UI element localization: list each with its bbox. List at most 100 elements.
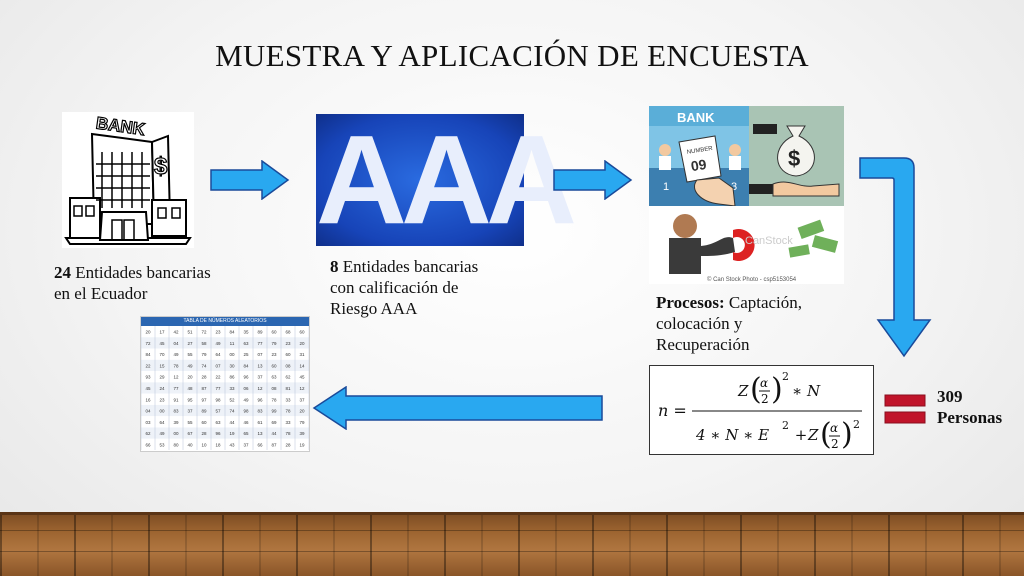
table-cell: 49 [243,397,249,402]
formula-num-times-n: ∗ N [792,382,821,400]
table-cell: 25 [243,352,249,357]
banking-process-collage: BANK 1 3 NUMBER 09 $ CanStock © Can Stoc… [649,106,844,284]
table-cell: 55 [187,420,193,425]
aaa-rating-text: AAA [316,109,577,250]
table-cell: 49 [159,431,165,436]
table-cell: 20 [299,409,305,414]
formula-num-z: Z [737,382,749,400]
table-cell: 55 [187,352,193,357]
table-cell: 87 [201,386,207,391]
table-cell: 84 [243,363,249,368]
table-cell: 67 [187,431,193,436]
step2-text-line2: con calificación de [330,278,459,297]
table-cell: 45 [159,341,165,346]
equals-icon [884,394,926,424]
bank-building-illustration: BANK $ [62,112,194,248]
svg-text:(: ( [750,372,762,407]
table-cell: 78 [285,409,291,414]
collage-bank-text: BANK [677,110,715,125]
ticket-number-label: NUMBER [687,146,714,156]
table-cell: 00 [229,352,235,357]
formula-lhs: n = [658,401,687,420]
step1-caption: 24 Entidades bancarias en el Ecuador [54,262,254,304]
table-cell: 33 [229,386,235,391]
step2-text-line1: Entidades bancarias [338,257,479,276]
table-cell: 78 [285,431,291,436]
table-cell: 78 [173,363,179,368]
table-cell: 10 [201,442,207,447]
counter-one-text: 1 [663,181,669,193]
table-cell: 97 [201,397,207,402]
table-cell: 46 [243,420,249,425]
table-cell: 93 [145,375,151,380]
table-cell: 37 [243,442,249,447]
formula-den-prefix: 4 ∗ N ∗ E [695,426,769,444]
table-cell: 14 [299,363,305,368]
table-cell: 23 [215,330,221,335]
table-cell: 45 [145,386,151,391]
right-arrow-icon [210,160,290,200]
table-cell: 63 [271,375,277,380]
watermark-text: © Can Stock Photo - csp5153054 [707,276,797,283]
table-cell: 28 [201,431,207,436]
table-cell: 23 [159,397,165,402]
result-label: 309 Personas [937,386,1002,428]
table-cell: 99 [271,409,277,414]
svg-text:): ) [771,372,783,407]
table-cell: 86 [229,375,235,380]
table-cell: 17 [159,330,165,335]
money-bag-dollar-icon: $ [788,146,800,171]
table-cell: 84 [145,352,151,357]
page-title: MUESTRA Y APLICACIÓN DE ENCUESTA [215,38,809,73]
table-cell: 77 [173,386,179,391]
table-cell: 23 [271,352,277,357]
step3-text-line3: Recuperación [656,335,750,354]
table-cell: 53 [159,442,165,447]
table-cell: 79 [299,420,305,425]
table-cell: 77 [215,386,221,391]
table-cell: 57 [215,409,221,414]
left-arrow-icon [312,386,603,430]
formula-den-two: 2 [831,437,839,451]
table-cell: 63 [243,341,249,346]
table-cell: 06 [243,386,249,391]
step1-text-line2: en el Ecuador [54,284,148,303]
table-cell: 04 [173,341,179,346]
table-cell: 48 [187,386,193,391]
table-cell: 70 [159,352,165,357]
table-cell: 49 [187,363,193,368]
table-cell: 28 [285,442,291,447]
table-cell: 30 [229,363,235,368]
table-cell: 37 [257,375,263,380]
table-cell: 19 [229,431,235,436]
table-cell: 49 [173,352,179,357]
table-cell: 84 [229,330,235,335]
sample-size-formula: n = Z ( α 2 ) 2 ∗ N 4 ∗ N ∗ E 2 + Z ( α … [649,365,874,455]
table-cell: 08 [285,363,291,368]
watermark-brand-text: CanStock [745,235,793,247]
table-cell: 13 [257,363,263,368]
table-cell: 37 [187,409,193,414]
table-cell: 98 [215,397,221,402]
table-cell: 96 [215,431,221,436]
table-cell: 74 [201,363,207,368]
table-cell: 00 [173,431,179,436]
table-cell: 13 [257,431,263,436]
step2-number: 8 [330,257,339,276]
table-cell: 89 [201,409,207,414]
table-cell: 60 [201,420,207,425]
table-cell: 28 [201,375,207,380]
counter-three-text: 3 [731,181,737,193]
table-cell: 40 [187,442,193,447]
ticket-number-value: 09 [690,156,708,174]
table-cell: 31 [299,352,305,357]
table-cell: 22 [145,363,151,368]
table-cell: 60 [299,330,305,335]
table-cell: 64 [159,420,165,425]
table-cell: 78 [271,397,277,402]
floor-edge [0,512,1024,515]
table-cell: 60 [271,363,277,368]
table-cell: 19 [299,442,305,447]
formula-den-sq: 2 [782,419,789,432]
